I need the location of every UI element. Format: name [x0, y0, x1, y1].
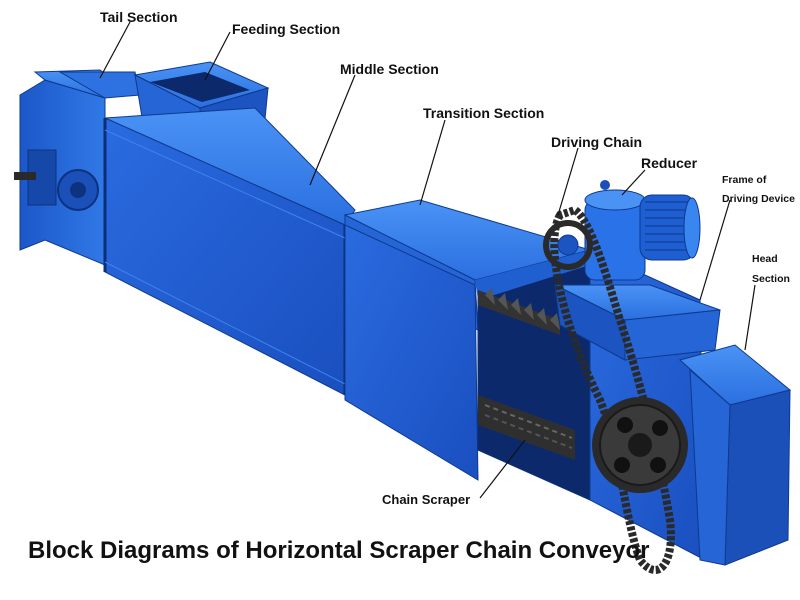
leader-driving-chain	[557, 147, 579, 216]
diagram-title: Block Diagrams of Horizontal Scraper Cha…	[28, 537, 649, 564]
label-head-section-line2: Section	[752, 273, 790, 285]
tail-section-body	[14, 69, 141, 266]
leader-reducer	[621, 169, 646, 196]
driving-chain	[543, 205, 675, 574]
leader-chain-scraper	[479, 439, 526, 499]
label-frame-of-driving-device-line2: Driving Device	[722, 193, 795, 205]
label-chain-scraper: Chain Scraper	[382, 492, 470, 507]
leader-tail-section	[99, 21, 131, 79]
leader-feeding-section	[204, 31, 231, 81]
reducer-motor	[584, 180, 701, 281]
label-feeding-section: Feeding Section	[232, 21, 340, 37]
middle-section-body	[103, 107, 356, 396]
labels: Tail Section Feeding Section Middle Sect…	[100, 9, 795, 507]
label-driving-chain: Driving Chain	[551, 134, 642, 150]
label-frame-of-driving-device-line1: Frame of	[722, 174, 767, 186]
chain-scraper-upper	[478, 288, 560, 335]
chain-scraper-lower	[478, 395, 575, 460]
leader-middle-section	[309, 74, 356, 186]
leader-frame-of-driving-device	[699, 199, 731, 301]
label-tail-section: Tail Section	[100, 9, 178, 25]
label-reducer: Reducer	[641, 155, 698, 171]
drive-sprocket	[592, 397, 688, 493]
label-transition-section: Transition Section	[423, 105, 544, 121]
leader-transition-section	[419, 119, 446, 206]
label-head-section-line1: Head	[752, 253, 778, 265]
leader-head-section	[744, 284, 756, 351]
leader-lines	[99, 21, 756, 499]
label-middle-section: Middle Section	[340, 61, 439, 77]
